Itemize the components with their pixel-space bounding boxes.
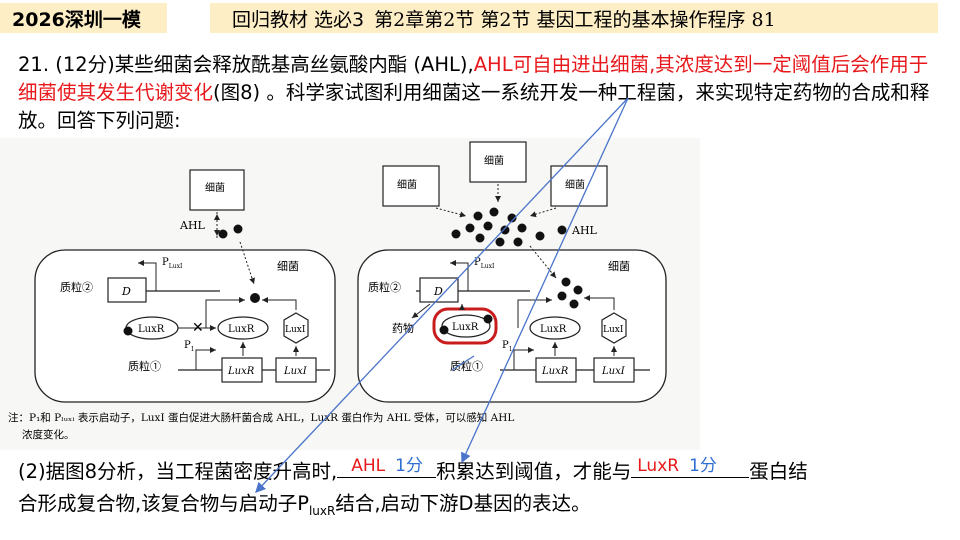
answer-end3: 结合,启动下游D基因的表达。 (335, 492, 591, 515)
left-small-bacterium-label: 细菌 (205, 181, 225, 194)
right-plasmid1-label: 质粒① (450, 359, 483, 373)
header-right-subtitle: 第2章第2节 第2节 基因工程的基本操作程序 81 (374, 8, 776, 31)
answer-blank-1[interactable]: AHL 1分 (337, 456, 437, 478)
right-gene-luxr-label: LuxR (541, 366, 569, 377)
right-luxr-protein-label: LuxR (540, 324, 567, 335)
question-prefix: 21. (12分)某些细菌会释放酰基高丝氨酸内酯 (AHL), (18, 53, 474, 76)
left-gene-d-label: D (121, 285, 131, 298)
right-luxi-protein-label: LuxI (603, 325, 624, 335)
figure-note-line2: 浓度变化。 (22, 428, 75, 441)
answer-promoter-sub: luxR (308, 503, 336, 518)
right-gene-d-label: D (433, 285, 443, 298)
right-ahl-label: AHL (571, 224, 598, 237)
left-ahl-inside (250, 293, 260, 303)
left-cell-label: 细菌 (277, 260, 299, 273)
left-plasmid1-label: 质粒① (128, 359, 161, 373)
right-gene-luxi-label: LuxI (601, 366, 626, 377)
right-cell-label: 细菌 (608, 260, 630, 273)
right-complex-label: LuxR (452, 322, 479, 333)
right-drug-label: 药物 (392, 321, 414, 335)
answer-fill-2-value: LuxR (637, 456, 680, 476)
answer-fill-1-value: AHL (351, 456, 386, 476)
answer-end2: 合形成复合物,该复合物与启动子P (18, 492, 309, 515)
header-right-tab: 回归教材 选必3 第2章第2节 第2节 基因工程的基本操作程序 81 (210, 3, 938, 33)
answer-fill-2: LuxR 1分 (637, 450, 717, 482)
left-ahl-dot (218, 229, 228, 239)
left-complex-label: LuxR (138, 324, 165, 335)
left-ahl-entry-arrow (239, 241, 255, 285)
left-p1-promoter (195, 347, 216, 370)
header-left-tab: 2026深圳一模 (0, 3, 167, 33)
left-gene-luxr-label: LuxR (227, 366, 255, 377)
header-right-title: 回归教材 选必3 (232, 8, 365, 31)
answer-blank-2[interactable]: LuxR 1分 (631, 456, 750, 478)
right-bacterium-left-label: 细菌 (397, 178, 417, 191)
right-bacterium-right-label: 细菌 (565, 178, 585, 191)
left-plux-label: PLuxI (162, 257, 183, 270)
left-small-bacterium (189, 169, 245, 211)
answer-fill-2-score: 1分 (689, 456, 717, 476)
figure-8: 细菌 AHL 细菌 质粒② D PLuxI LuxR ✕ LuxR LuxI 质… (0, 138, 700, 450)
figure-note-line1: 注：P₁和 Pₗᵤₓᵢ 表示启动子，LuxI 蛋白促进大肠杆菌合成 AHL，Lu… (8, 411, 514, 424)
left-luxr-protein-label: LuxR (228, 324, 255, 335)
left-gene-luxr (221, 357, 263, 383)
left-plasmid2-label: 质粒② (60, 280, 93, 294)
header-left-title: 2026深圳一模 (12, 8, 141, 31)
question-text: 21. (12分)某些细菌会释放酰基高丝氨酸内酯 (AHL),AHL可自由进出细… (18, 51, 944, 135)
left-x-mark: ✕ (192, 320, 204, 336)
left-ahl-to-luxr (205, 297, 245, 328)
left-plux-promoter (138, 260, 157, 291)
question-highlight: AHL可自由进出细菌,其浓度达到一定阈值后会作用于细菌使其发生代谢变化 (18, 53, 929, 104)
right-bacterium-top-label: 细菌 (484, 154, 504, 167)
left-luxi-protein-label: LuxI (285, 325, 306, 335)
answer-end1: 蛋白结 (749, 460, 808, 483)
answer-fill-1: AHL 1分 (351, 450, 423, 482)
left-p1-label: P1 (184, 340, 195, 353)
answer-mid: 积累达到阈值，才能与 (436, 460, 632, 483)
left-ahl-label: AHL (179, 219, 206, 232)
left-gene-luxi-label: LuxI (283, 366, 308, 377)
answer-fill-1-score: 1分 (395, 456, 423, 476)
right-complex-ahl-left (439, 325, 449, 335)
figure-diagram: 细菌 AHL 细菌 质粒② D PLuxI LuxR ✕ LuxR LuxI 质… (0, 138, 700, 450)
left-ahl-dot (233, 224, 243, 234)
left-gene-d (107, 277, 147, 303)
answer-part: (2)据图8分析，当工程菌密度升高时, (18, 460, 338, 483)
left-complex-ahl (123, 326, 133, 336)
right-plasmid2-label: 质粒② (368, 280, 401, 294)
right-complex-ahl-right (483, 314, 493, 324)
